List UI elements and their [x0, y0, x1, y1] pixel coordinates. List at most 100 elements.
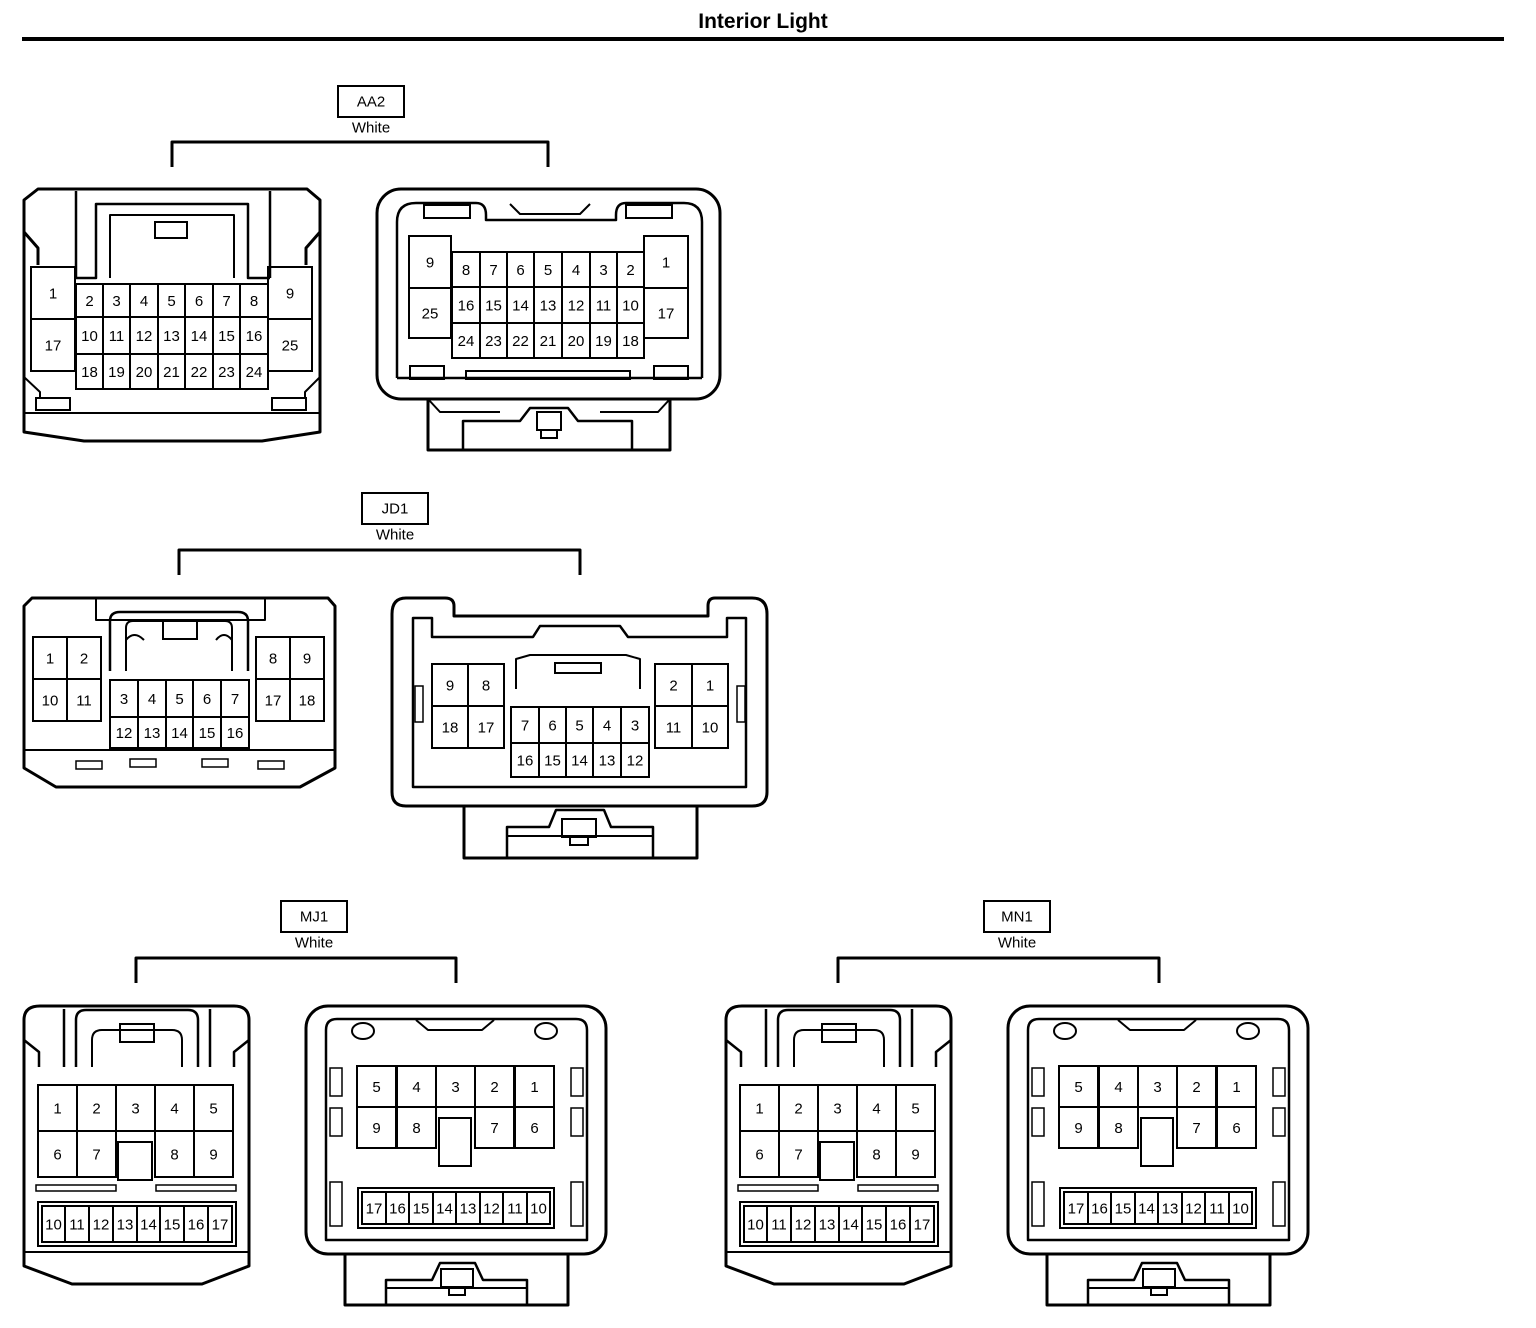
pin-1: 1: [46, 651, 54, 668]
pin-25: 25: [282, 338, 299, 355]
pin-2: 2: [490, 1079, 498, 1096]
pin-5: 5: [575, 718, 583, 735]
pin-17: 17: [366, 1201, 383, 1218]
pin-9: 9: [446, 678, 454, 695]
pin-16: 16: [246, 328, 263, 345]
pin-12: 12: [1185, 1201, 1202, 1218]
pin-9: 9: [911, 1147, 919, 1164]
pin-14: 14: [191, 328, 208, 345]
pin-1: 1: [706, 678, 714, 695]
pin-5: 5: [209, 1101, 217, 1118]
pin-3: 3: [599, 262, 607, 279]
pin-14: 14: [436, 1201, 453, 1218]
pin-23: 23: [485, 333, 502, 350]
pin-16: 16: [517, 753, 534, 770]
pin-15: 15: [1115, 1201, 1132, 1218]
pin-24: 24: [246, 364, 263, 381]
pin-6: 6: [195, 293, 203, 310]
pin-7: 7: [1192, 1120, 1200, 1137]
pin-2: 2: [1192, 1079, 1200, 1096]
connector-color: White: [352, 120, 390, 137]
pin-6: 6: [548, 718, 556, 735]
pin-9: 9: [209, 1147, 217, 1164]
pin-11: 11: [69, 1217, 85, 1234]
pin-15: 15: [164, 1217, 181, 1234]
pin-8: 8: [412, 1120, 420, 1137]
pin-9: 9: [1074, 1120, 1082, 1137]
pin-12: 12: [568, 298, 585, 315]
pin-6: 6: [1232, 1120, 1240, 1137]
pin-15: 15: [199, 725, 216, 742]
pin-17: 17: [45, 338, 62, 355]
pin-7: 7: [489, 262, 497, 279]
pin-17: 17: [212, 1217, 229, 1234]
pin-1: 1: [53, 1101, 61, 1118]
pin-13: 13: [163, 328, 180, 345]
pin-3: 3: [120, 691, 128, 708]
pin-7: 7: [222, 293, 230, 310]
pin-12: 12: [795, 1217, 812, 1234]
pin-1: 1: [530, 1079, 538, 1096]
pin-4: 4: [872, 1101, 880, 1118]
pin-17: 17: [1068, 1201, 1085, 1218]
pin-10: 10: [530, 1201, 547, 1218]
pin-14: 14: [140, 1217, 157, 1234]
pin-12: 12: [116, 725, 133, 742]
pin-1: 1: [662, 255, 670, 272]
pin-5: 5: [372, 1079, 380, 1096]
pin-11: 11: [507, 1201, 523, 1218]
pin-3: 3: [1153, 1079, 1161, 1096]
pin-15: 15: [485, 298, 502, 315]
pin-1: 1: [49, 286, 57, 303]
pin-1: 1: [755, 1101, 763, 1118]
pin-10: 10: [702, 720, 719, 737]
connector-code: AA2: [357, 94, 385, 111]
pin-17: 17: [914, 1217, 931, 1234]
pin-10: 10: [1232, 1201, 1249, 1218]
pin-4: 4: [140, 293, 148, 310]
pin-10: 10: [45, 1217, 62, 1234]
pin-5: 5: [544, 262, 552, 279]
pin-8: 8: [170, 1147, 178, 1164]
pin-15: 15: [413, 1201, 430, 1218]
pin-11: 11: [1209, 1201, 1225, 1218]
pin-20: 20: [136, 364, 153, 381]
pin-13: 13: [1162, 1201, 1179, 1218]
pin-10: 10: [747, 1217, 764, 1234]
pin-22: 22: [191, 364, 208, 381]
pin-17: 17: [658, 306, 675, 323]
pin-16: 16: [227, 725, 244, 742]
pin-9: 9: [372, 1120, 380, 1137]
pin-11: 11: [109, 328, 125, 345]
pin-16: 16: [890, 1217, 907, 1234]
pin-17: 17: [478, 720, 495, 737]
pin-13: 13: [819, 1217, 836, 1234]
pin-19: 19: [595, 333, 612, 350]
pin-2: 2: [85, 293, 93, 310]
connector-code: MJ1: [300, 909, 328, 926]
pin-6: 6: [53, 1147, 61, 1164]
pin-16: 16: [1091, 1201, 1108, 1218]
pin-12: 12: [627, 753, 644, 770]
pin-14: 14: [171, 725, 188, 742]
pin-4: 4: [1114, 1079, 1122, 1096]
pin-5: 5: [1074, 1079, 1082, 1096]
pin-8: 8: [482, 678, 490, 695]
pin-16: 16: [389, 1201, 406, 1218]
connector-color: White: [295, 935, 333, 952]
connector-color: White: [998, 935, 1036, 952]
pin-17: 17: [265, 693, 282, 710]
pin-10: 10: [42, 693, 59, 710]
pin-9: 9: [426, 255, 434, 272]
pin-14: 14: [571, 753, 588, 770]
pin-13: 13: [540, 298, 557, 315]
pin-13: 13: [117, 1217, 134, 1234]
pin-5: 5: [175, 691, 183, 708]
pin-18: 18: [299, 693, 316, 710]
